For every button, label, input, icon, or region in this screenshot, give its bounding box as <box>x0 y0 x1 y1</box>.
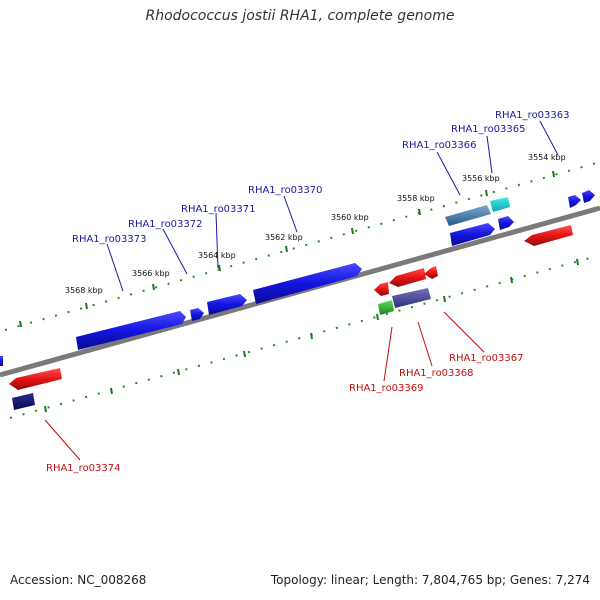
forward-major-ticks <box>19 170 555 328</box>
gene-arrow-forward[interactable] <box>0 356 3 366</box>
accession-text: Accession: NC_008268 <box>10 573 147 587</box>
gene-arrow-reverse[interactable] <box>424 266 438 279</box>
scale-label: 3554 kbp <box>528 153 566 162</box>
gene-arrow-forward[interactable] <box>207 294 247 315</box>
gene-label[interactable]: RHA1_ro03371 <box>181 204 256 215</box>
gene-block-cyan[interactable] <box>490 197 510 212</box>
scale-label: 3562 kbp <box>265 233 303 242</box>
gene-arrow-forward[interactable] <box>253 263 362 304</box>
gene-label[interactable]: RHA1_ro03374 <box>46 463 121 474</box>
gene-label[interactable]: RHA1_ro03363 <box>495 110 570 121</box>
reverse-major-ticks <box>44 258 579 413</box>
scale-label: 3556 kbp <box>462 174 500 183</box>
gene-label[interactable]: RHA1_ro03370 <box>248 185 323 196</box>
gene-block-navy[interactable] <box>12 393 35 410</box>
reverse-genes[interactable] <box>9 225 573 410</box>
gene-arrow-forward[interactable] <box>190 308 204 321</box>
scale-label: 3558 kbp <box>397 194 435 203</box>
gene-label[interactable]: RHA1_ro03367 <box>449 353 524 364</box>
genome-title: Rhodococcus jostii RHA1, complete genome <box>145 8 455 24</box>
gene-arrow-forward[interactable] <box>568 195 581 208</box>
reverse-scale-line <box>9 257 591 419</box>
gene-arrow-forward[interactable] <box>582 190 595 203</box>
scale-label: 3564 kbp <box>198 251 236 260</box>
gene-label[interactable]: RHA1_ro03366 <box>402 140 477 151</box>
gene-label[interactable]: RHA1_ro03365 <box>451 124 526 135</box>
gene-block-green[interactable] <box>378 300 394 315</box>
gene-label[interactable]: RHA1_ro03369 <box>349 383 424 394</box>
scale-label: 3566 kbp <box>132 269 170 278</box>
scale-label: 3568 kbp <box>65 286 103 295</box>
gene-arrow-reverse[interactable] <box>9 368 62 390</box>
gene-arrow-forward[interactable] <box>498 216 514 230</box>
gene-arrow-reverse[interactable] <box>524 225 573 246</box>
gene-label[interactable]: RHA1_ro03372 <box>128 219 203 230</box>
gene-arrow-reverse[interactable] <box>389 268 426 287</box>
gene-block-purple[interactable] <box>392 288 431 308</box>
gene-label[interactable]: RHA1_ro03373 <box>72 234 147 245</box>
gene-arrow-forward[interactable] <box>450 223 495 246</box>
gene-arrow-forward[interactable] <box>76 311 186 350</box>
gene-block-steel[interactable] <box>445 205 491 226</box>
gene-arrow-reverse[interactable] <box>374 282 389 296</box>
gene-label[interactable]: RHA1_ro03368 <box>399 368 474 379</box>
genome-summary-text: Topology: linear; Length: 7,804,765 bp; … <box>270 573 590 587</box>
forward-label-leaders <box>106 120 559 292</box>
forward-genes[interactable] <box>0 190 595 366</box>
scale-label: 3560 kbp <box>331 213 369 222</box>
reverse-label-leaders <box>44 311 485 461</box>
